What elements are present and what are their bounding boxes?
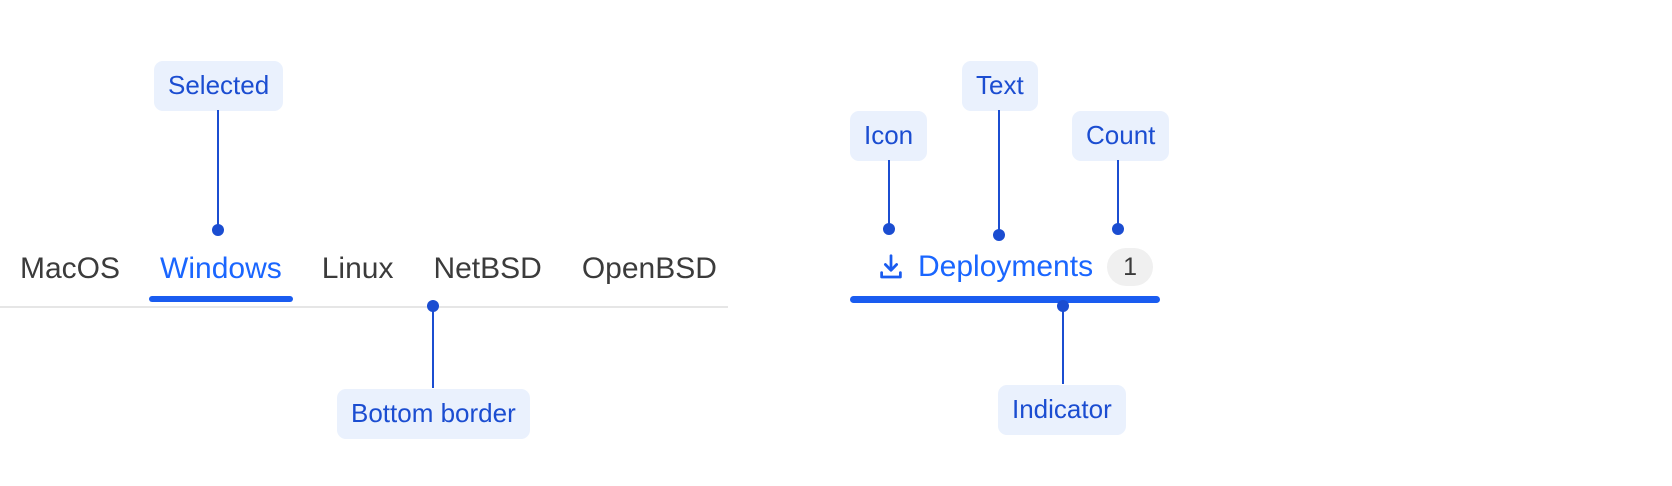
leader-line-icon [888,160,890,230]
tab-linux[interactable]: Linux [302,240,414,284]
leader-dot-count [1112,223,1124,235]
tab-bar-bottom-border [0,306,728,308]
leader-dot-icon [883,223,895,235]
leader-line-text [998,110,1000,233]
annotation-text: Text [962,61,1038,111]
leader-line-selected [217,110,219,230]
leader-dot-selected [212,224,224,236]
tab-label: NetBSD [433,252,542,285]
tab-selected-indicator [149,296,293,302]
tab-bar-os: MacOS Windows Linux NetBSD OpenBSD [0,240,728,310]
tab-bar-deployments: Deployments 1 [850,240,1179,310]
tab-windows[interactable]: Windows [140,240,302,302]
tab-macos[interactable]: MacOS [0,240,140,284]
leader-line-count [1117,160,1119,230]
leader-line-indicator [1062,306,1064,384]
tab-label: Windows [160,252,282,285]
tab-list: MacOS Windows Linux NetBSD OpenBSD [0,240,737,302]
tab-selected-indicator [850,296,1160,303]
tab-label: Deployments [918,250,1094,283]
tab-deployments[interactable]: Deployments 1 [850,240,1179,286]
tab-label: Linux [321,252,394,285]
annotation-indicator: Indicator [998,385,1126,435]
count-badge: 1 [1107,248,1154,286]
tab-netbsd[interactable]: NetBSD [413,240,561,284]
annotation-bottom-border: Bottom border [337,389,530,439]
annotation-selected: Selected [154,61,284,111]
tab-openbsd[interactable]: OpenBSD [562,240,737,284]
tab-label: MacOS [20,252,121,285]
tab-label: OpenBSD [581,252,717,285]
annotation-count: Count [1072,111,1170,161]
download-icon [880,254,902,279]
leader-line-bottom-border [432,306,434,388]
leader-dot-text [993,229,1005,241]
annotation-icon: Icon [850,111,928,161]
